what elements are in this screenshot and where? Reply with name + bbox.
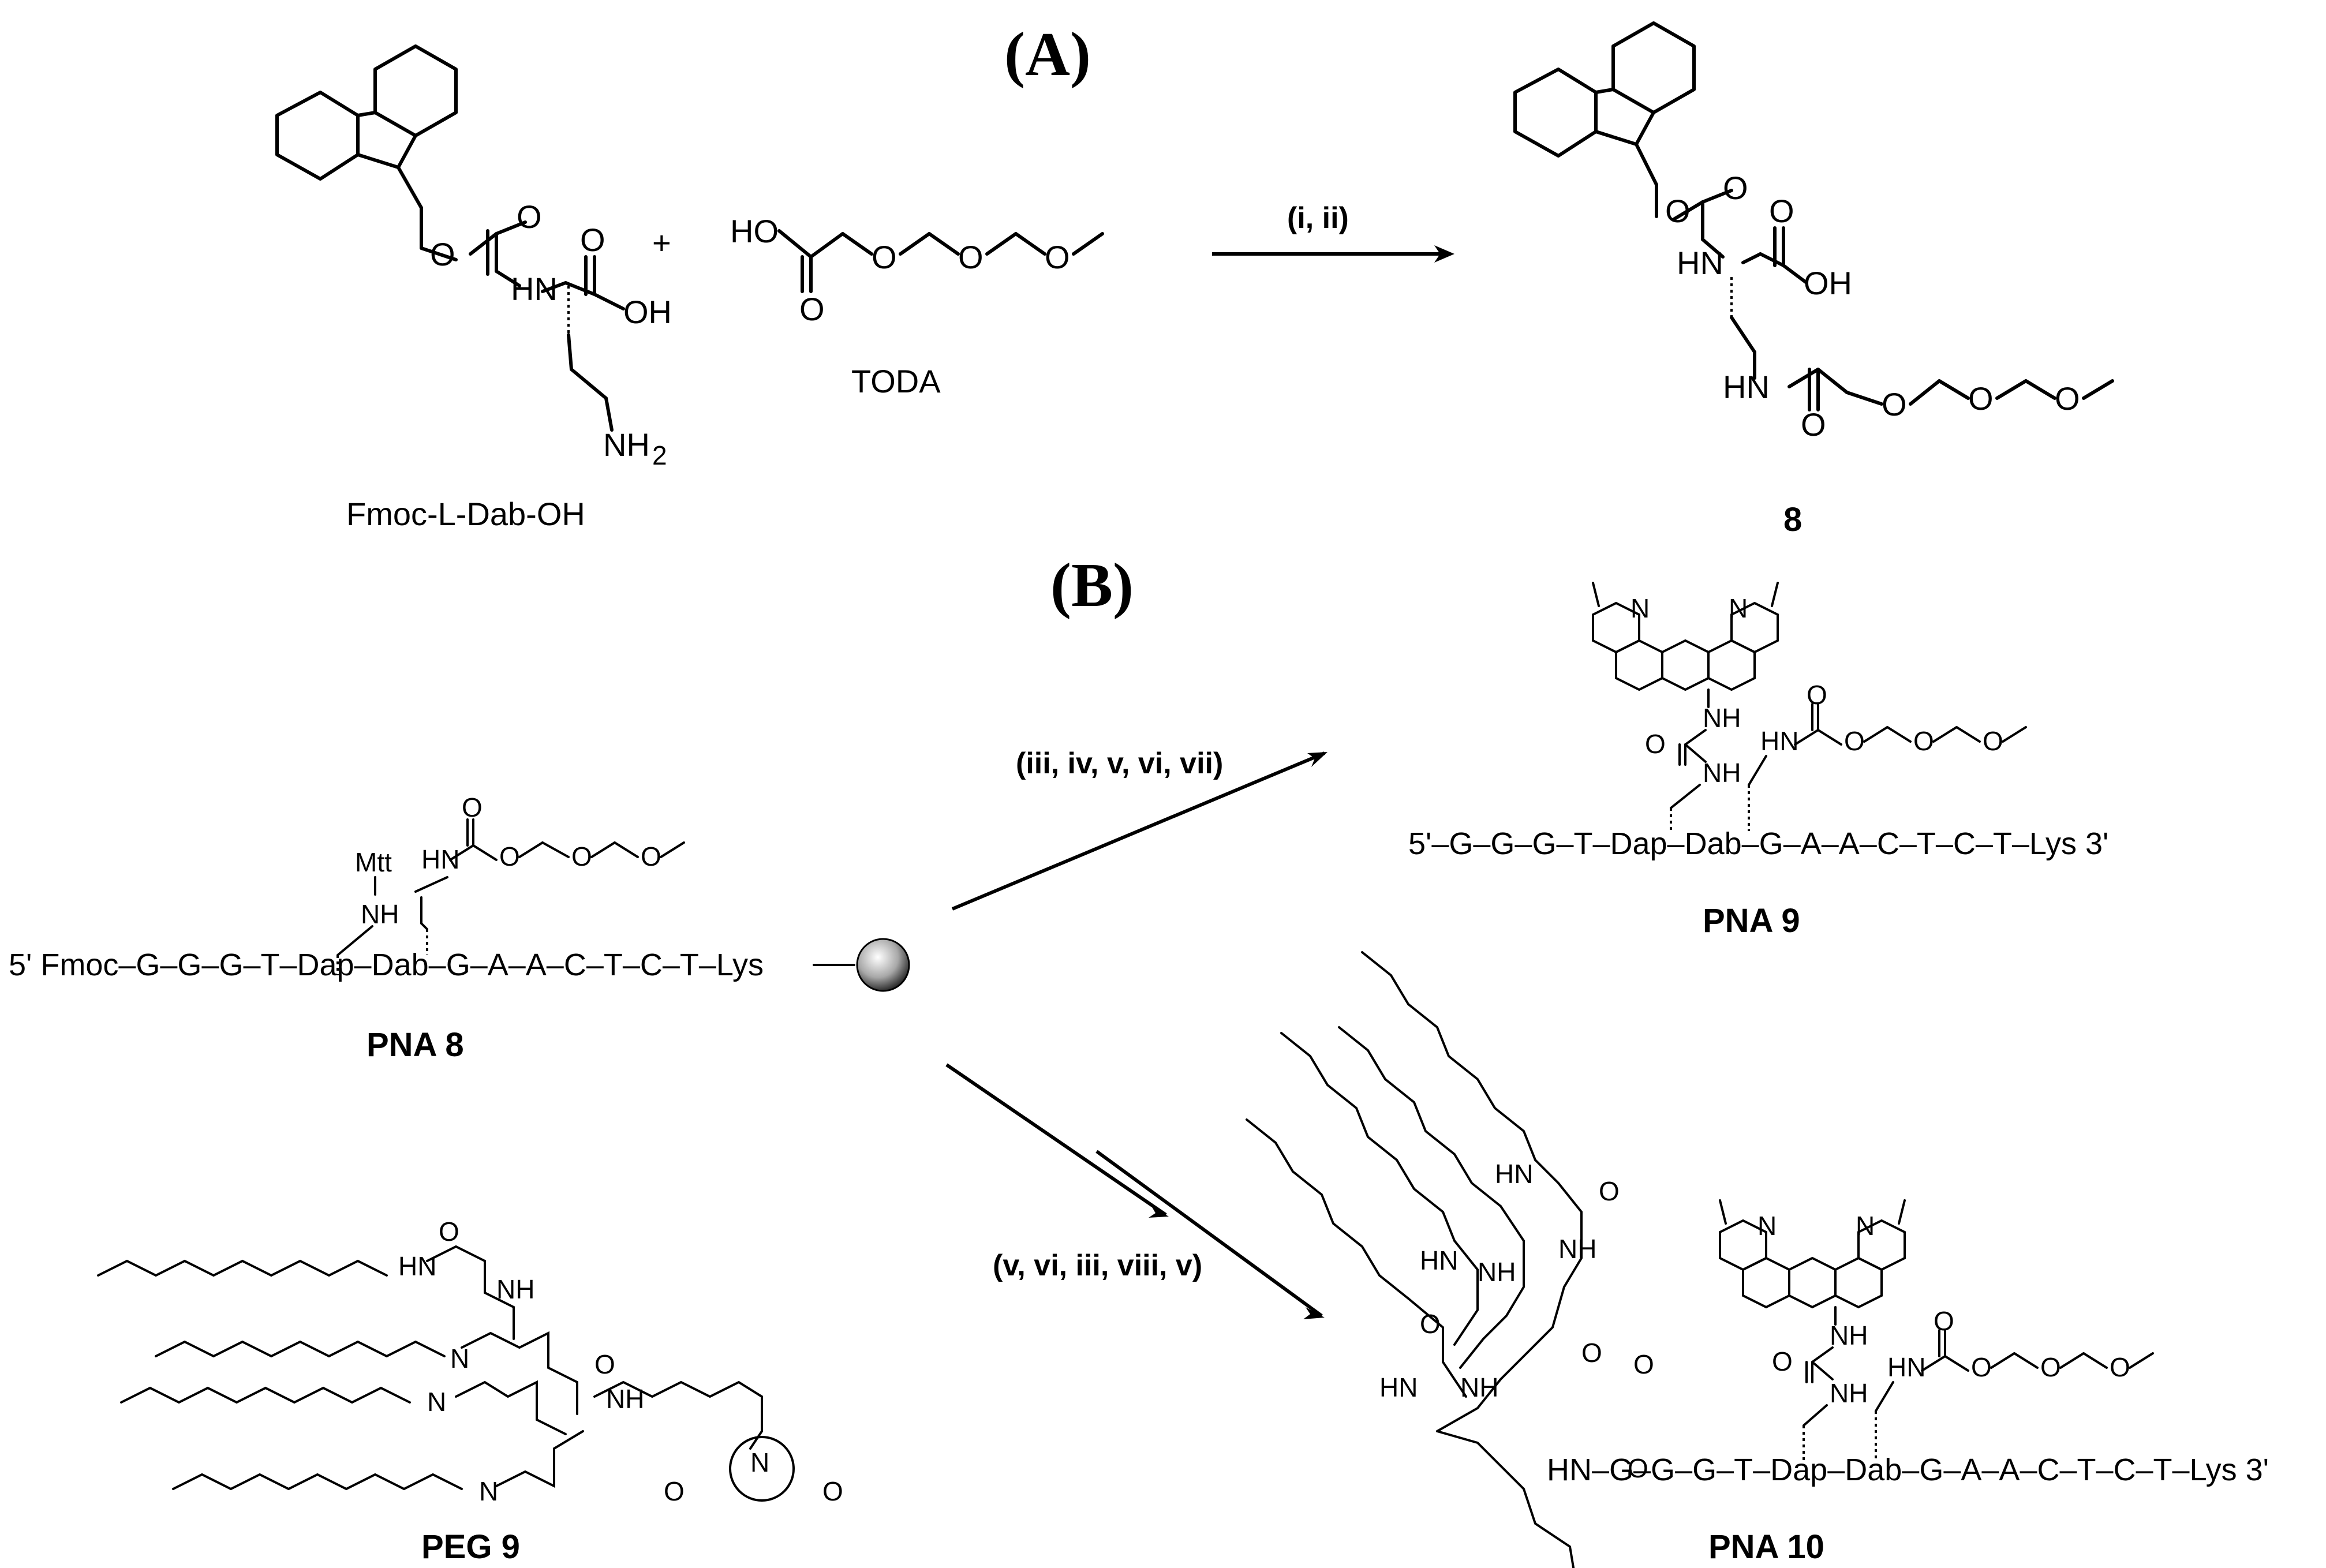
svg-text:NH: NH [1830,1320,1868,1350]
svg-text:O: O [1769,193,1794,229]
plus-sign: + [652,224,671,261]
svg-text:O: O [1913,726,1934,756]
svg-text:O: O [1971,1352,1992,1382]
svg-text:O: O [439,1217,459,1247]
reactant2-name: TODA [851,363,941,399]
svg-text:N: N [750,1447,769,1477]
svg-text:O: O [1723,170,1748,206]
svg-text:O: O [1882,386,1907,422]
svg-text:OH: OH [1804,265,1852,301]
svg-text:HN: HN [1495,1159,1533,1189]
svg-text:N: N [1757,1211,1777,1241]
peg9-structure: HN N N N N O O NH NH O O [97,1217,843,1506]
svg-text:N: N [1856,1211,1875,1241]
arrow-top [951,751,1326,911]
pna10-label: PNA 10 [1708,1528,1824,1566]
product-8-label: 8 [1783,501,1802,538]
svg-text:N: N [1729,593,1748,623]
svg-text:NH: NH [1703,758,1741,788]
peg9-label: PEG 9 [421,1528,520,1566]
fmoc-dab-structure: O O HN O OH NH 2 [275,44,672,470]
svg-text:N: N [450,1344,469,1374]
svg-text:O: O [822,1476,843,1506]
svg-text:NH: NH [1478,1257,1516,1287]
svg-text:Mtt: Mtt [355,847,392,877]
svg-text:O: O [499,841,520,871]
svg-text:HN: HN [398,1251,436,1281]
reactant1-name: Fmoc-L-Dab-OH [346,496,585,532]
pna9-label: PNA 9 [1703,902,1800,940]
svg-text:5' Fmoc–G–G–G–T–Dap–Dab–G–A–A–: 5' Fmoc–G–G–G–T–Dap–Dab–G–A–A–C–T–C–T–Ly… [9,948,764,982]
svg-text:NH: NH [606,1384,644,1414]
pna10-structure: HN NH HN NH HN NH O O O O O N N NH O NH … [1246,951,2269,1568]
svg-text:O: O [1968,380,1994,417]
svg-text:HN: HN [1379,1372,1418,1402]
svg-text:O: O [799,291,825,327]
svg-text:2: 2 [652,440,667,470]
svg-text:O: O [1633,1349,1654,1379]
svg-text:HN–G–G–G–T–Dap–Dab–G–A–A–C–T–C: HN–G–G–G–T–Dap–Dab–G–A–A–C–T–C–T–Lys 3' [1547,1453,2269,1487]
svg-text:O: O [1581,1338,1602,1368]
svg-text:O: O [1801,406,1826,443]
svg-text:NH: NH [1460,1372,1498,1402]
svg-text:N: N [1631,593,1650,623]
svg-text:O: O [2110,1352,2130,1382]
svg-text:HN: HN [1760,726,1798,756]
svg-text:O: O [1645,729,1666,759]
toda-structure: HO O O O O [730,213,1104,327]
panel-b-label: (B) [1050,551,1134,620]
svg-text:N: N [479,1476,498,1506]
svg-text:O: O [958,239,983,275]
svg-text:O: O [1844,726,1865,756]
svg-text:O: O [462,792,483,822]
svg-text:O: O [1934,1306,1954,1336]
conditions-a: (i, ii) [1287,201,1349,235]
svg-text:NH: NH [496,1274,534,1304]
svg-text:O: O [641,841,661,871]
svg-text:NH: NH [603,426,650,463]
svg-text:O: O [430,236,455,272]
svg-text:O: O [1420,1309,1441,1339]
svg-text:NH: NH [1830,1378,1868,1408]
pna9-structure: N N NH O NH HN O O O O 5'–G–G–G–T–Dap–Da… [1408,582,2108,861]
svg-text:OH: OH [623,294,672,330]
svg-text:HN: HN [1887,1352,1925,1382]
svg-text:HN: HN [1723,369,1770,405]
panel-a-label: (A) [1004,20,1091,89]
svg-text:HN: HN [1677,245,1723,281]
pna8-label: PNA 8 [367,1026,464,1064]
svg-text:NH: NH [1703,703,1741,733]
svg-text:O: O [1772,1346,1793,1376]
svg-text:HN: HN [421,844,459,874]
arrow-bottom-1 [945,1063,1167,1217]
arrow-bottom-2 [1095,1150,1323,1318]
svg-text:HN: HN [511,271,558,307]
svg-text:O: O [2055,380,2080,417]
svg-text:O: O [571,841,592,871]
conditions-top: (iii, iv, v, vi, vii) [1016,747,1223,780]
svg-text:NH: NH [1558,1234,1596,1264]
svg-text:5'–G–G–G–T–Dap–Dab–G–A–A–C–T–C: 5'–G–G–G–T–Dap–Dab–G–A–A–C–T–C–T–Lys 3' [1408,826,2108,861]
resin-bead-icon [856,938,910,992]
svg-text:O: O [1807,680,1827,710]
svg-text:O: O [1983,726,2003,756]
svg-text:HO: HO [730,213,779,249]
svg-text:O: O [517,199,542,235]
conditions-bottom: (v, vi, iii, viii, v) [993,1249,1202,1282]
svg-text:O: O [1599,1176,1620,1206]
svg-text:O: O [1045,239,1070,275]
svg-text:O: O [1628,1453,1648,1483]
svg-text:O: O [1665,193,1691,229]
svg-text:O: O [580,222,605,258]
svg-text:O: O [594,1349,615,1379]
svg-text:O: O [2040,1352,2061,1382]
svg-text:O: O [872,239,897,275]
svg-text:HN: HN [1420,1245,1458,1275]
svg-text:O: O [664,1476,685,1506]
pna8-structure: Mtt NH HN O O O O 5' Fmoc–G–G–G–T–Dap–Da… [9,792,910,992]
svg-text:NH: NH [361,899,399,929]
product-8-structure: O O HN O OH HN O O O O [1513,21,2114,443]
svg-text:N: N [427,1387,446,1417]
